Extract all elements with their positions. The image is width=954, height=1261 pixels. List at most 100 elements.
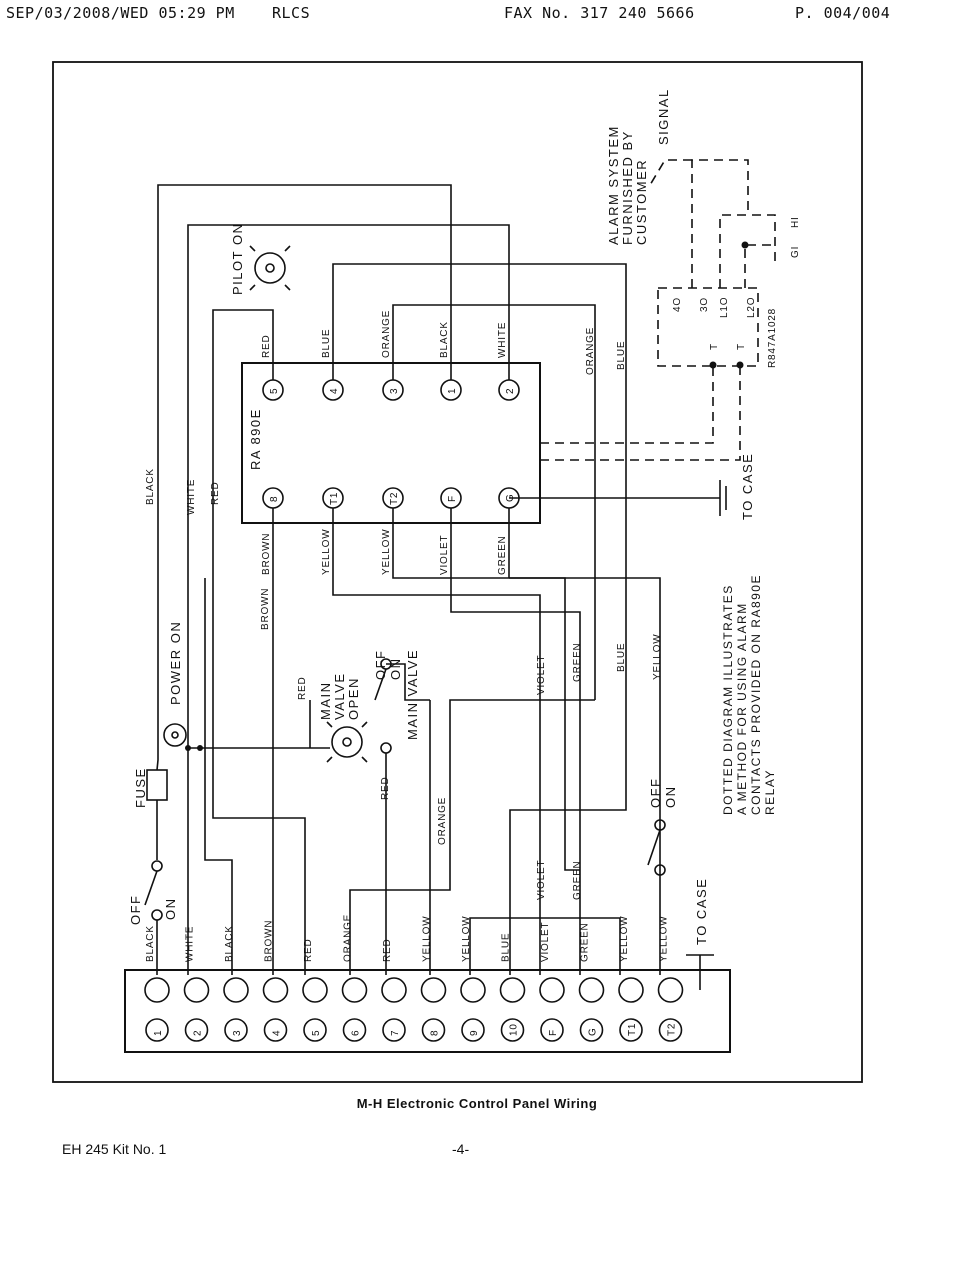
- relay-bottom-wires: [272, 508, 661, 975]
- alarm-dashed-wiring: [540, 159, 776, 461]
- strip-wire-label: YELLOW: [619, 916, 630, 962]
- strip-wire-label: RED: [303, 938, 314, 962]
- strip-terminal-screw: [223, 977, 249, 1003]
- alarm-terminal-dot: [709, 361, 717, 369]
- strip-terminal-group: 1BLACK2WHITE3BLACK4BROWN5RED6ORANGE7RED8…: [144, 914, 684, 1042]
- strip-terminal-3: [224, 1018, 248, 1042]
- strip-wire-label: YELLOW: [659, 916, 670, 962]
- strip-terminal-screw: [460, 977, 486, 1003]
- strip-wire-label: YELLOW: [422, 916, 433, 962]
- pilot-label: PILOT ON: [230, 223, 245, 295]
- strip-terminal-screw: [420, 977, 447, 1003]
- strip-wire-label: GREEN: [580, 922, 591, 962]
- wire-orange-valve: [386, 663, 430, 701]
- strip-terminal-8: [421, 1018, 446, 1042]
- white-junction: [197, 745, 203, 751]
- wire-violet: [450, 508, 581, 975]
- relay-terminal-5-id: 5: [269, 388, 280, 394]
- wire-yellow-t1: [332, 508, 541, 975]
- wire-label-white: WHITE: [186, 479, 197, 515]
- relay-bottom-terminals: 8 T1 T2 F G: [262, 487, 520, 509]
- strip-terminal-f: [540, 1018, 564, 1042]
- wire-label-black: BLACK: [145, 468, 156, 505]
- wire-label-red-3: RED: [297, 676, 308, 700]
- wire-label-orange: ORANGE: [585, 327, 596, 375]
- pilot-ray: [284, 245, 291, 252]
- pilot-ray: [284, 284, 291, 291]
- alarm-junction-dot: [741, 241, 749, 249]
- power-switch-contact: [151, 860, 163, 872]
- bottom-switch-blade: [647, 829, 661, 866]
- strip-terminal-id: 3: [232, 1030, 243, 1036]
- alarm-term-3o: 3O: [699, 297, 710, 312]
- strip-terminal-screw: [578, 977, 605, 1003]
- strip-terminal-screw: [657, 977, 684, 1003]
- alarm-gi: GI: [790, 246, 801, 258]
- valve-on: ON: [388, 658, 403, 681]
- wire-black-top: [157, 184, 452, 577]
- relay-top-wires: [157, 184, 627, 975]
- main-valve-label: MAIN VALVE: [405, 649, 420, 740]
- strip-terminal-screw: [499, 977, 526, 1003]
- relay-label: RA 890E: [248, 408, 263, 470]
- wire-red-pilot: [212, 309, 306, 975]
- strip-terminal-2: [184, 1018, 209, 1042]
- alarm-dash-4: [719, 214, 776, 288]
- strip-terminal-id: 5: [311, 1030, 322, 1036]
- relay-terminal-f-id: F: [447, 495, 458, 502]
- alarm-hi: HI: [790, 216, 801, 228]
- strip-wire-label: YELLOW: [461, 916, 472, 962]
- relay-terminal-3-id: 3: [389, 388, 400, 394]
- wire-label-red-2: RED: [380, 776, 391, 800]
- power-lamp: [163, 723, 187, 747]
- power-on-label: POWER ON: [168, 621, 183, 705]
- relay-top-wire-label: BLUE: [321, 329, 332, 358]
- wire-label-green-2: GREEN: [572, 860, 583, 900]
- fax-page: P. 004/004: [795, 4, 891, 22]
- terminal-strip: [124, 969, 731, 1053]
- strip-terminal-9: [461, 1018, 485, 1042]
- alarm-dash-5: [744, 244, 775, 288]
- power-switch-on: ON: [163, 898, 178, 921]
- strip-terminal-screw: [341, 977, 368, 1003]
- strip-wire-label: VIOLET: [540, 922, 551, 962]
- strip-terminal-t1: [619, 1018, 643, 1042]
- alarm-term-4o: 4O: [672, 297, 683, 312]
- strip-terminal-5: [303, 1018, 327, 1042]
- main-valve-lamp: [331, 726, 363, 758]
- valve-ray: [361, 721, 368, 728]
- fuse: [146, 769, 168, 801]
- to-case-label-bottom: TO CASE: [694, 878, 709, 945]
- wire-label-orange-2: ORANGE: [437, 797, 448, 845]
- strip-terminal-screw: [539, 977, 565, 1003]
- relay-terminal-4-id: 4: [329, 388, 340, 394]
- power-switch-contact: [151, 909, 163, 921]
- strip-wire-label: BLUE: [501, 933, 512, 962]
- relay-terminal-1-id: 1: [447, 388, 458, 394]
- wire-black-strip3: [204, 578, 233, 975]
- wire-orange-strip6: [349, 699, 595, 975]
- alarm-system-line-3: CUSTOMER: [634, 159, 649, 245]
- relay-bottom-wire-label: VIOLET: [439, 535, 450, 575]
- wire-yellow-strip9: [469, 917, 621, 975]
- note-line-4: RELAY: [763, 769, 777, 815]
- power-switch-blade: [144, 870, 158, 906]
- strip-terminal-g: [579, 1018, 604, 1042]
- strip-terminal-screw: [381, 977, 407, 1003]
- strip-terminal-screw: [262, 977, 289, 1003]
- relay-terminal-2-id: 2: [505, 388, 516, 394]
- bottom-switch-off: OFF: [648, 778, 663, 809]
- relay-top-wire-label: WHITE: [497, 322, 508, 358]
- strip-terminal-id: 9: [469, 1030, 480, 1036]
- strip-terminal-id: 4: [272, 1030, 283, 1036]
- relay-bottom-wire-label: GREEN: [497, 535, 508, 575]
- pilot-ray: [249, 284, 256, 291]
- fax-number: FAX No. 317 240 5666: [504, 4, 695, 22]
- alarm-terminal-dot: [736, 361, 744, 369]
- bottom-switch-contact: [654, 864, 666, 876]
- strip-terminal-id: 7: [390, 1030, 401, 1036]
- main-valve-lamp-center: [342, 737, 352, 747]
- wire-label-violet: VIOLET: [536, 655, 547, 695]
- pilot-ray: [249, 245, 256, 252]
- strip-terminal-screw: [302, 977, 328, 1003]
